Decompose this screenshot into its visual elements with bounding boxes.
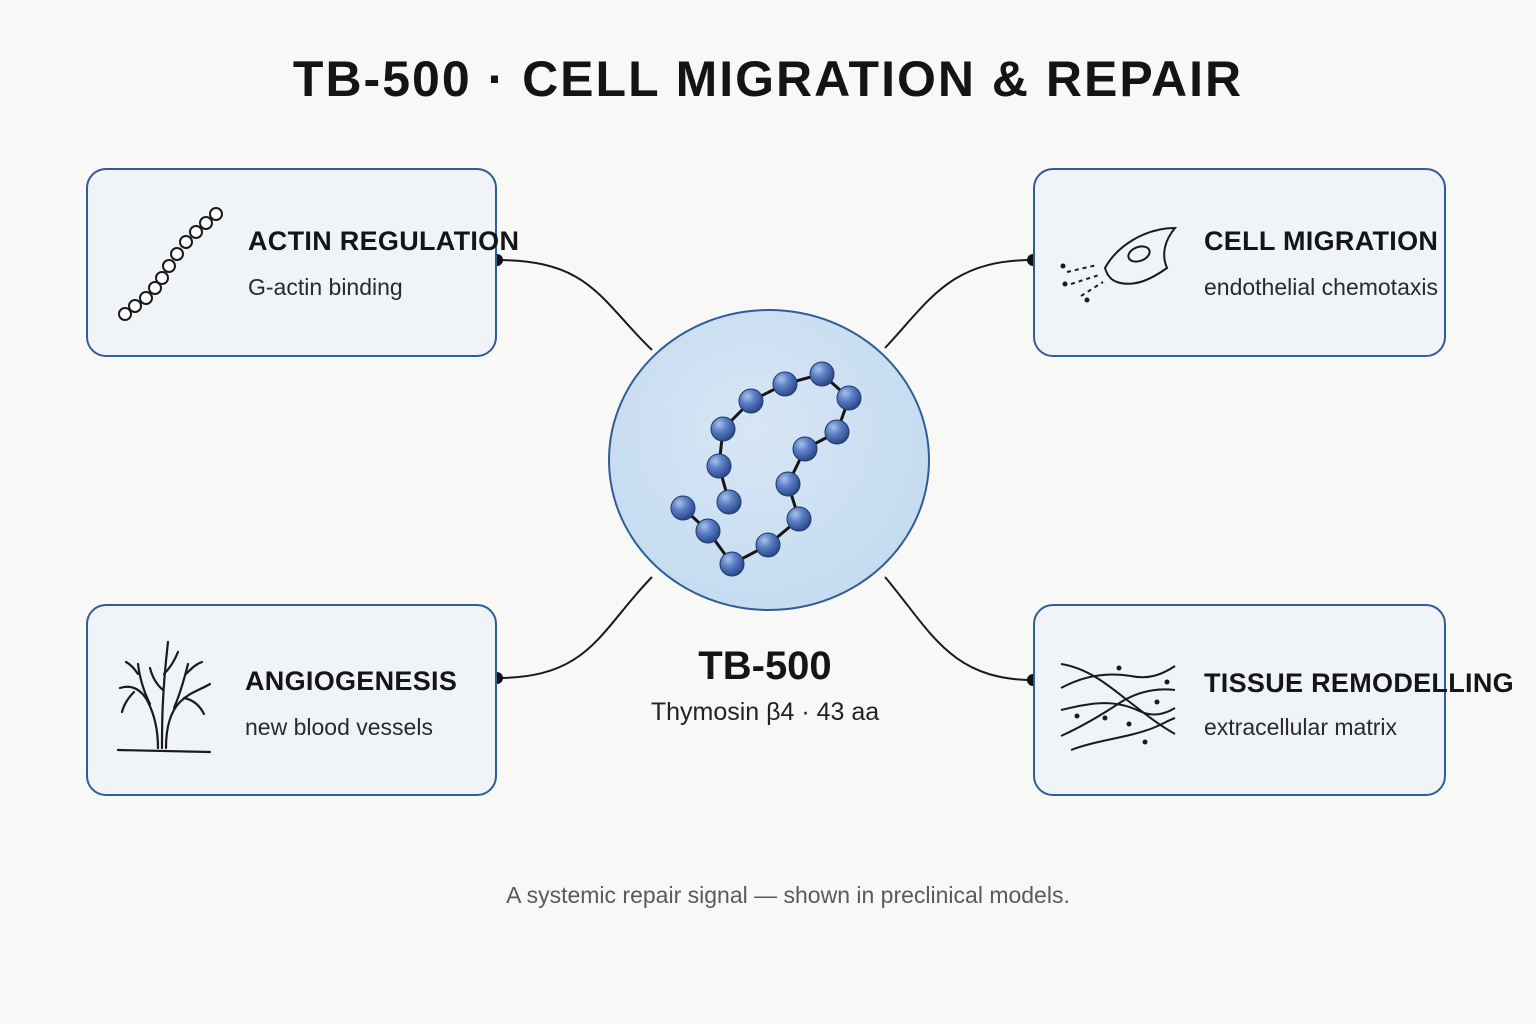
card-actin-regulation: ACTIN REGULATION G-actin binding <box>86 168 519 357</box>
card-title: TISSUE REMODELLING <box>1204 668 1514 698</box>
vessel-tree-icon <box>116 640 212 754</box>
card-subtitle: endothelial chemotaxis <box>1204 274 1438 300</box>
connector-tissue <box>884 576 1034 681</box>
matrix-fibers-icon <box>1060 663 1176 751</box>
peptide-chain-icon <box>670 361 862 577</box>
migrating-cell-icon <box>1060 226 1177 303</box>
card-title: CELL MIGRATION <box>1204 226 1439 256</box>
card-title: ANGIOGENESIS <box>245 666 458 696</box>
hub-subtitle: Thymosin β4 · 43 aa <box>650 698 880 726</box>
connector-actin <box>496 259 653 351</box>
hub-name: TB-500 <box>698 644 832 688</box>
connector-angio <box>496 576 653 679</box>
page-title: TB-500 · CELL MIGRATION & REPAIR <box>292 51 1244 107</box>
card-title: ACTIN REGULATION <box>248 226 520 256</box>
card-angiogenesis: ANGIOGENESIS new blood vessels <box>86 604 497 796</box>
connector-migration <box>884 259 1034 349</box>
actin-chain-icon <box>118 207 223 321</box>
card-subtitle: G-actin binding <box>248 274 403 300</box>
card-subtitle: new blood vessels <box>245 714 433 740</box>
footnote: A systemic repair signal — shown in prec… <box>506 882 1070 908</box>
card-tissue-remodelling: TISSUE REMODELLING extracellular matrix <box>1033 604 1514 796</box>
tb500-hub-circle <box>608 309 930 611</box>
card-cell-migration: CELL MIGRATION endothelial chemotaxis <box>1033 168 1446 357</box>
card-subtitle: extracellular matrix <box>1204 714 1397 740</box>
